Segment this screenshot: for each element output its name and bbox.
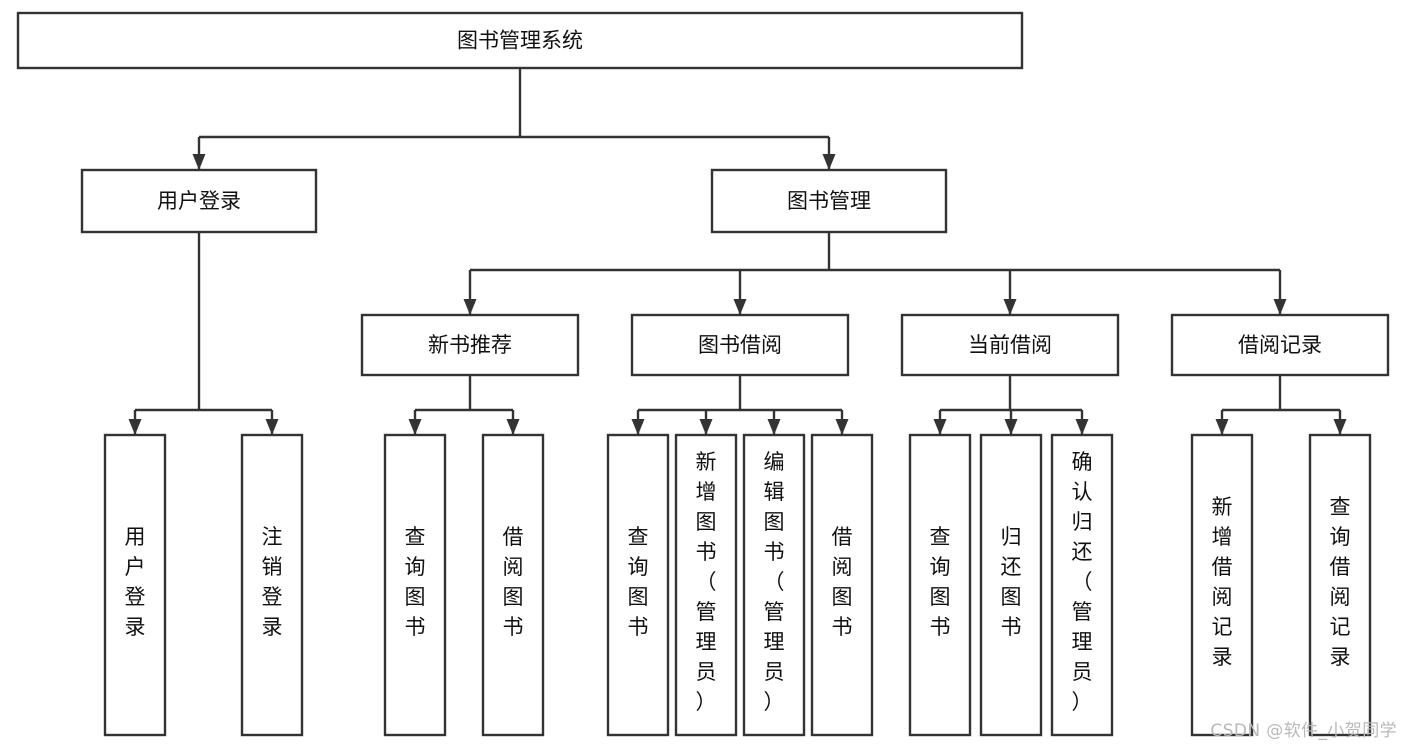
node-box bbox=[674, 433, 738, 737]
arrow-down-icon bbox=[1333, 419, 1347, 435]
node-user-login[interactable]: 用户登录 bbox=[80, 168, 318, 234]
arrow-down-icon bbox=[1003, 299, 1017, 315]
node-leaf-borrow-book-recommend[interactable]: 借阅图书 bbox=[481, 433, 545, 737]
arrow-down-icon bbox=[933, 419, 947, 435]
node-label: 查询图书 bbox=[930, 525, 951, 639]
node-book-borrow[interactable]: 图书借阅 bbox=[630, 313, 850, 377]
node-box bbox=[360, 313, 580, 377]
arrow-down-icon bbox=[192, 154, 206, 170]
node-label: 新增借阅记录 bbox=[1212, 495, 1233, 669]
connectors-layer bbox=[128, 68, 1347, 435]
node-new-book-recommend[interactable]: 新书推荐 bbox=[360, 313, 580, 377]
node-box bbox=[908, 433, 972, 737]
node-label: 注销登录 bbox=[262, 525, 283, 639]
node-leaf-query-book-borrow[interactable]: 查询图书 bbox=[606, 433, 670, 737]
node-leaf-edit-book-admin[interactable]: 编辑图书（管理员） bbox=[742, 433, 806, 737]
node-box bbox=[979, 433, 1043, 737]
arrow-down-icon bbox=[733, 299, 747, 315]
node-leaf-query-book-current[interactable]: 查询图书 bbox=[908, 433, 972, 737]
node-box bbox=[80, 168, 318, 234]
arrow-down-icon bbox=[1075, 419, 1089, 435]
arrow-down-icon bbox=[506, 419, 520, 435]
node-leaf-user-login[interactable]: 用户登录 bbox=[103, 433, 167, 737]
node-label: 查询借阅记录 bbox=[1330, 495, 1351, 669]
node-label: 图书借阅 bbox=[698, 333, 782, 357]
node-box bbox=[1050, 433, 1114, 737]
node-leaf-return-book[interactable]: 归还图书 bbox=[979, 433, 1043, 737]
node-leaf-query-book-recommend[interactable]: 查询图书 bbox=[383, 433, 447, 737]
node-book-manage[interactable]: 图书管理 bbox=[710, 168, 948, 234]
node-box bbox=[710, 168, 948, 234]
node-leaf-borrow-book[interactable]: 借阅图书 bbox=[810, 433, 874, 737]
arrow-down-icon bbox=[408, 419, 422, 435]
node-root[interactable]: 图书管理系统 bbox=[16, 11, 1024, 70]
node-leaf-add-book-admin[interactable]: 新增图书（管理员） bbox=[674, 433, 738, 737]
node-leaf-user-logout[interactable]: 注销登录 bbox=[240, 433, 304, 737]
arrow-down-icon bbox=[1004, 419, 1018, 435]
arrow-down-icon bbox=[463, 299, 477, 315]
node-label: 当前借阅 bbox=[968, 333, 1052, 357]
node-label: 编辑图书（管理员） bbox=[764, 450, 785, 714]
node-label: 归还图书 bbox=[1001, 525, 1022, 639]
node-label: 借阅图书 bbox=[832, 525, 853, 639]
arrow-down-icon bbox=[1273, 299, 1287, 315]
node-borrow-record[interactable]: 借阅记录 bbox=[1170, 313, 1390, 377]
node-box bbox=[810, 433, 874, 737]
nodes-layer: 图书管理系统用户登录图书管理新书推荐图书借阅当前借阅借阅记录用户登录注销登录查询… bbox=[16, 11, 1390, 737]
arrow-down-icon bbox=[822, 154, 836, 170]
node-label: 查询图书 bbox=[405, 525, 426, 639]
node-box bbox=[16, 11, 1024, 70]
node-label: 图书管理系统 bbox=[457, 29, 583, 53]
node-leaf-add-borrow-record[interactable]: 新增借阅记录 bbox=[1190, 433, 1254, 737]
node-current-borrow[interactable]: 当前借阅 bbox=[900, 313, 1120, 377]
node-label: 查询图书 bbox=[628, 525, 649, 639]
node-box bbox=[606, 433, 670, 737]
node-box bbox=[900, 313, 1120, 377]
node-label: 新书推荐 bbox=[428, 333, 512, 357]
arrow-down-icon bbox=[699, 419, 713, 435]
node-label: 新增图书（管理员） bbox=[696, 450, 717, 714]
node-box bbox=[1308, 433, 1372, 737]
node-leaf-confirm-return-admin[interactable]: 确认归还（管理员） bbox=[1050, 433, 1114, 737]
node-box bbox=[630, 313, 850, 377]
node-label: 用户登录 bbox=[125, 525, 146, 639]
node-box bbox=[383, 433, 447, 737]
node-label: 图书管理 bbox=[787, 189, 871, 213]
arrow-down-icon bbox=[767, 419, 781, 435]
node-label: 借阅记录 bbox=[1238, 333, 1322, 357]
node-box bbox=[742, 433, 806, 737]
node-label: 用户登录 bbox=[157, 189, 241, 213]
node-label: 借阅图书 bbox=[503, 525, 524, 639]
arrow-down-icon bbox=[265, 419, 279, 435]
arrow-down-icon bbox=[631, 419, 645, 435]
arrow-down-icon bbox=[835, 419, 849, 435]
arrow-down-icon bbox=[1215, 419, 1229, 435]
arrow-down-icon bbox=[128, 419, 142, 435]
node-box bbox=[1170, 313, 1390, 377]
node-box bbox=[103, 433, 167, 737]
node-box bbox=[240, 433, 304, 737]
node-leaf-query-borrow-record[interactable]: 查询借阅记录 bbox=[1308, 433, 1372, 737]
node-label: 确认归还（管理员） bbox=[1072, 450, 1093, 714]
node-box bbox=[481, 433, 545, 737]
node-box bbox=[1190, 433, 1254, 737]
